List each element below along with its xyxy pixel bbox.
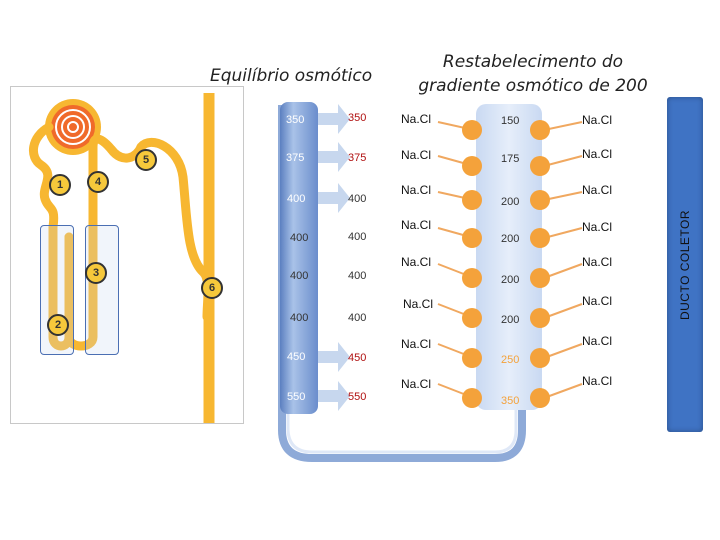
nacl-right-3: Na.Cl — [582, 183, 613, 197]
interstitium-value-3: 400 — [348, 193, 367, 205]
desc-value-1: 350 — [286, 114, 305, 126]
ascending-value-7: 250 — [501, 354, 520, 366]
desc-value-6: 400 — [290, 312, 309, 324]
collecting-duct-label: DUCTO COLETOR — [678, 209, 693, 320]
nacl-left-3: Na.Cl — [401, 183, 432, 197]
nacl-right-6: Na.Cl — [582, 294, 613, 308]
nacl-right-1: Na.Cl — [582, 113, 613, 127]
ascending-limb-inner — [476, 104, 542, 410]
ascending-limb-box — [85, 225, 119, 355]
nacl-left-7: Na.Cl — [401, 337, 432, 351]
nacl-left-8: Na.Cl — [401, 377, 432, 391]
marker-5: 5 — [135, 149, 157, 171]
nacl-right-7: Na.Cl — [582, 334, 613, 348]
interstitium-value-2: 375 — [348, 152, 367, 164]
desc-value-7: 450 — [287, 351, 306, 363]
nacl-left-4: Na.Cl — [401, 218, 432, 232]
interstitium-value-6: 400 — [348, 312, 367, 324]
nacl-left-1: Na.Cl — [401, 112, 432, 126]
ascending-value-8: 350 — [501, 395, 520, 407]
desc-value-3: 400 — [287, 193, 306, 205]
nacl-right-8: Na.Cl — [582, 374, 613, 388]
collecting-duct — [667, 97, 703, 432]
desc-value-4: 400 — [290, 232, 309, 244]
ascending-value-3: 200 — [501, 196, 520, 208]
nacl-left-5: Na.Cl — [401, 255, 432, 269]
interstitium-value-8: 550 — [348, 391, 367, 403]
nacl-left-2: Na.Cl — [401, 148, 432, 162]
marker-4: 4 — [87, 171, 109, 193]
title-gradient: Restabelecimento do gradiente osmótico d… — [418, 52, 648, 96]
diffusion-arrows — [318, 104, 350, 411]
loop-tube — [278, 105, 526, 462]
nacl-balls — [462, 120, 550, 408]
ascending-value-2: 175 — [501, 153, 520, 165]
nacl-right-2: Na.Cl — [582, 147, 613, 161]
nacl-right-5: Na.Cl — [582, 255, 613, 269]
descending-limb — [280, 102, 318, 414]
descending-limb-box — [40, 225, 74, 355]
nephron-illustration: 1 2 3 4 5 6 — [10, 86, 244, 424]
ascending-value-5: 200 — [501, 274, 520, 286]
ascending-limb — [64, 134, 146, 351]
interstitium-value-5: 400 — [348, 270, 367, 282]
desc-value-2: 375 — [286, 152, 305, 164]
nephron-drawing — [29, 93, 215, 423]
interstitium-value-4: 400 — [348, 231, 367, 243]
marker-2: 2 — [47, 314, 69, 336]
interstitium-value-7: 450 — [348, 352, 367, 364]
desc-value-8: 550 — [287, 391, 306, 403]
glomerulus — [45, 99, 101, 155]
collecting-duct-label-wrap: DUCTO COLETOR — [667, 97, 703, 432]
nacl-left-6: Na.Cl — [403, 297, 434, 311]
title-equilibrium: Equilíbrio osmótico — [210, 66, 373, 86]
desc-value-5: 400 — [290, 270, 309, 282]
marker-3: 3 — [85, 262, 107, 284]
ascending-value-4: 200 — [501, 233, 520, 245]
proximal-tubule — [29, 122, 74, 351]
marker-1: 1 — [49, 174, 71, 196]
ascending-value-1: 150 — [501, 115, 520, 127]
interstitium-value-1: 350 — [348, 112, 367, 124]
marker-6: 6 — [201, 277, 223, 299]
nacl-right-4: Na.Cl — [582, 220, 613, 234]
ascending-value-6: 200 — [501, 314, 520, 326]
